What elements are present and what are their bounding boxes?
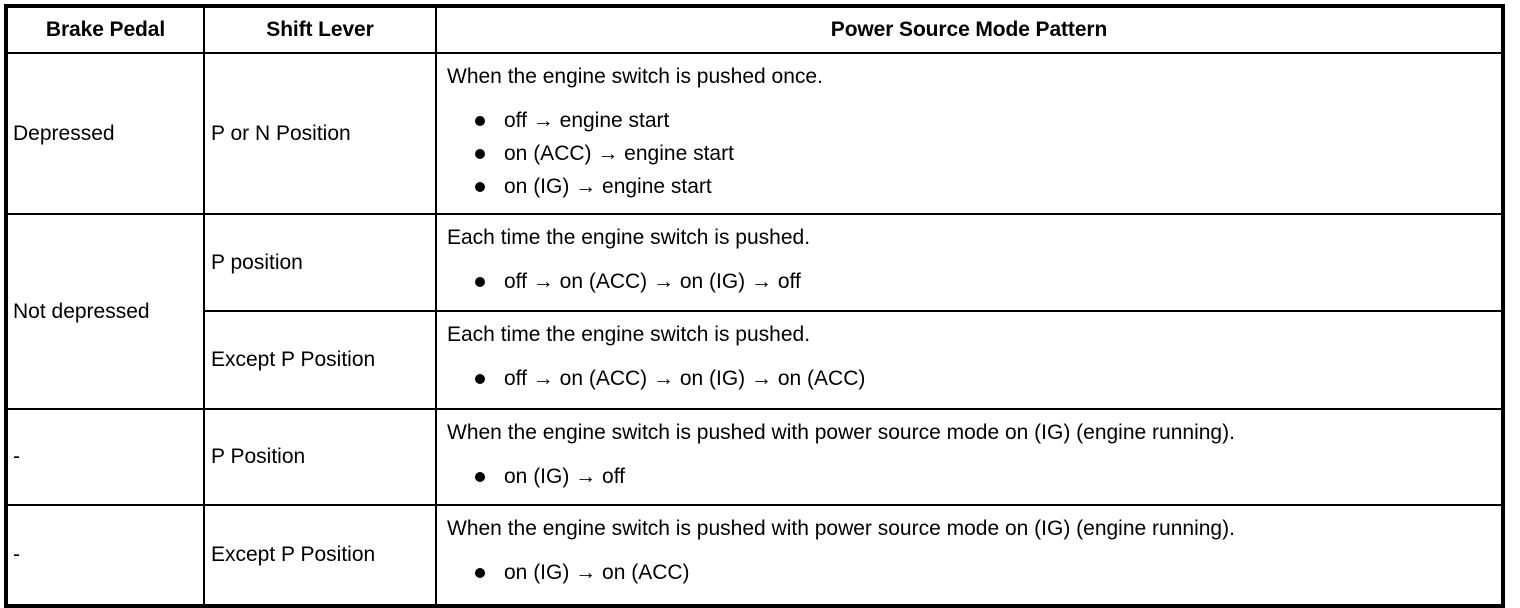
mode-pattern-list: off → engine start on (ACC) → engine sta…	[447, 104, 1493, 203]
column-header-brake-pedal: Brake Pedal	[5, 5, 205, 54]
list-item-label: off → on (ACC) → on (IG) → on (ACC)	[504, 367, 866, 390]
header-row: Brake Pedal Shift Lever Power Source Mod…	[5, 5, 1504, 54]
list-item-label: on (ACC) → engine start	[504, 142, 734, 165]
column-header-power-source-mode-pattern: Power Source Mode Pattern	[435, 5, 1504, 54]
cell-shift-lever: Except P Position	[203, 504, 437, 607]
mode-lead-text: When the engine switch is pushed with po…	[447, 517, 1235, 540]
column-header-shift-lever: Shift Lever	[203, 5, 437, 54]
cell-brake-pedal: Depressed	[5, 52, 205, 215]
list-item: on (ACC) → engine start	[475, 137, 1493, 170]
bullet-icon	[475, 148, 485, 159]
table-row: Depressed P or N Position When the engin…	[5, 52, 1504, 215]
list-item-label: on (IG) → off	[504, 465, 625, 488]
mode-content: Each time the engine switch is pushed. o…	[437, 312, 1501, 405]
mode-pattern-list: on (IG) → on (ACC)	[447, 556, 1493, 589]
cell-shift-lever: P Position	[203, 408, 437, 506]
cell-power-source-mode: When the engine switch is pushed once. o…	[435, 52, 1504, 215]
mode-content: Each time the engine switch is pushed. o…	[437, 215, 1501, 308]
bullet-icon	[475, 373, 485, 384]
table-row: - P Position When the engine switch is p…	[5, 408, 1504, 506]
list-item-label: on (IG) → engine start	[504, 175, 712, 198]
list-item-label: off → engine start	[504, 109, 670, 132]
table-row: Except P Position Each time the engine s…	[6, 310, 1504, 410]
mode-lead-text: Each time the engine switch is pushed.	[447, 226, 811, 249]
mode-content: When the engine switch is pushed with po…	[437, 410, 1501, 503]
list-item-label: on (IG) → on (ACC)	[504, 561, 690, 584]
power-source-mode-table: Brake Pedal Shift Lever Power Source Mod…	[4, 4, 1505, 608]
mode-pattern-list: off → on (ACC) → on (IG) → off	[447, 265, 1493, 298]
list-item: off → on (ACC) → on (IG) → off	[475, 265, 1493, 298]
list-item: off → engine start	[475, 104, 1493, 137]
mode-lead-text: Each time the engine switch is pushed.	[447, 323, 811, 346]
cell-power-source-mode: Each time the engine switch is pushed. o…	[435, 213, 1504, 312]
table-body: Depressed P or N Position When the engin…	[5, 52, 1504, 607]
table-header: Brake Pedal Shift Lever Power Source Mod…	[5, 5, 1504, 54]
bullet-icon	[475, 181, 485, 192]
table-row: - Except P Position When the engine swit…	[5, 504, 1504, 607]
cell-shift-lever: Except P Position	[203, 310, 437, 410]
table-row: Not depressed P position Each time the e…	[5, 213, 1504, 410]
cell-shift-lever: P or N Position	[203, 52, 437, 215]
mode-lead-text: When the engine switch is pushed with po…	[447, 421, 1235, 444]
cell-power-source-mode: Each time the engine switch is pushed. o…	[435, 310, 1504, 410]
mode-pattern-list: on (IG) → off	[447, 460, 1493, 493]
mode-pattern-list: off → on (ACC) → on (IG) → on (ACC)	[447, 362, 1493, 395]
cell-power-source-mode: When the engine switch is pushed with po…	[435, 408, 1504, 506]
cell-brake-pedal: -	[5, 504, 205, 607]
cell-brake-pedal: -	[5, 408, 205, 506]
list-item-label: off → on (ACC) → on (IG) → off	[504, 270, 801, 293]
list-item: on (IG) → off	[475, 460, 1493, 493]
cell-brake-pedal: Not depressed	[5, 213, 205, 410]
cell-shift-lever: P position	[203, 213, 437, 312]
bullet-icon	[475, 276, 485, 287]
bullet-icon	[475, 567, 485, 578]
list-item: on (IG) → engine start	[475, 170, 1493, 203]
list-item: off → on (ACC) → on (IG) → on (ACC)	[475, 362, 1493, 395]
mode-content: When the engine switch is pushed with po…	[437, 506, 1501, 599]
bullet-icon	[475, 471, 485, 482]
cell-power-source-mode: When the engine switch is pushed with po…	[435, 504, 1504, 607]
bullet-icon	[475, 115, 485, 126]
list-item: on (IG) → on (ACC)	[475, 556, 1493, 589]
mode-lead-text: When the engine switch is pushed once.	[447, 65, 823, 88]
mode-content: When the engine switch is pushed once. o…	[437, 54, 1501, 213]
